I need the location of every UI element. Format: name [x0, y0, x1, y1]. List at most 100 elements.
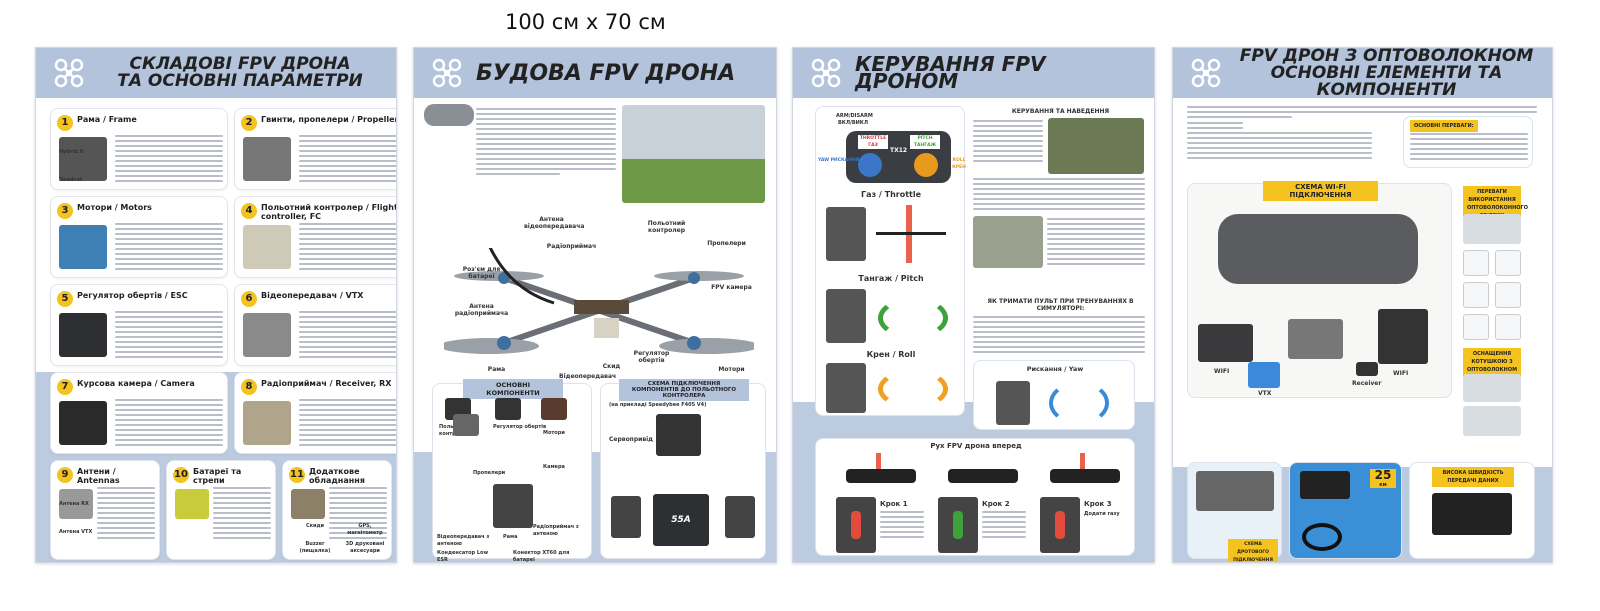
- pitch-arrows-icon: [878, 297, 948, 339]
- drop-munition-photo: [973, 216, 1043, 268]
- card-number-badge: 7: [57, 379, 73, 395]
- wifi-schema-title: СХЕМА WI-FI ПІДКЛЮЧЕННЯ: [1263, 181, 1378, 201]
- satellite-icon: [1463, 250, 1489, 276]
- step-description: Додати газу: [1084, 511, 1120, 517]
- up-arrow-icon: [876, 453, 881, 469]
- yaw-stick-label: YAW РИСКАННЯ: [818, 158, 860, 163]
- drone-side-icon: [876, 232, 946, 235]
- body-text: [97, 487, 155, 542]
- terrain-icon: [1495, 282, 1521, 308]
- wifi-left-label: WIFI: [1214, 368, 1230, 375]
- step-description: [982, 511, 1026, 541]
- component-image: [243, 137, 291, 181]
- component-image: [59, 225, 107, 269]
- body-text: [115, 311, 223, 361]
- wired-schema-badge: СХЕМА ДРОТОВОГО ПІДКЛЮЧЕННЯ: [1228, 539, 1278, 562]
- component-image: [291, 489, 325, 519]
- card-title: Регулятор обертів / ESC: [77, 291, 188, 300]
- diagram-label-vtx: Відеопередавач: [559, 373, 617, 380]
- advantages-list: [1410, 133, 1528, 163]
- servo-label: Сервопривід: [609, 436, 654, 443]
- flight-controller-image: [656, 414, 701, 456]
- data-speed-badge: ВИСОКА ШВИДКІСТЬ ПЕРЕДАЧІ ДАНИХ: [1432, 467, 1514, 487]
- fiber-base-station-image: [1288, 319, 1343, 359]
- roll-arrows-icon: [878, 369, 948, 409]
- diagram-label-camera: FPV камера: [711, 284, 752, 291]
- component-label: Конектор XT60 для батареї: [513, 550, 570, 563]
- diagram-label-rx-antenna: Антена радіоприймача: [454, 303, 509, 317]
- antenna-tower-icon: [1495, 314, 1521, 340]
- diagram-label-battery: Роз'єм для батареї: [462, 266, 501, 280]
- card-title: Відеопередавач / VTX: [261, 291, 364, 300]
- component-image: [243, 313, 291, 357]
- location-pin-icon: [1463, 282, 1489, 308]
- step-description: [880, 511, 924, 541]
- spool-badge: ОСНАЩЕННЯ КОТУШКОЮ З ОПТОВОЛОКНОМ: [1463, 348, 1521, 376]
- component-image: [243, 401, 291, 445]
- component-image: [453, 414, 479, 436]
- step-title: Крок 3: [1084, 500, 1112, 508]
- up-arrow-icon: [1080, 453, 1085, 469]
- diagram-label-receiver: Радіоприймач: [546, 243, 597, 250]
- controls-panel: ARM/DISARM ВКЛ/ВИКЛ THROTTLE ГАЗ TX12 PI…: [815, 106, 966, 416]
- fiber-converter-image: [1432, 493, 1512, 535]
- component-image: [59, 401, 107, 445]
- component-label: Рама: [503, 534, 518, 540]
- right-stick-icon: [914, 153, 938, 177]
- drone-logo-icon: [1191, 58, 1221, 88]
- main-components-title: ОСНОВНІ КОМПОНЕНТИ: [463, 379, 563, 399]
- wiring-schema-subtitle: (на прикладі Speedybee F405 V4): [609, 402, 707, 408]
- logo: [432, 58, 462, 88]
- fiber-cable-image: [1302, 523, 1342, 551]
- component-label: Hybrid X: [59, 149, 84, 155]
- spool-drone-thumb-2: [1463, 406, 1521, 436]
- component-image: [493, 484, 533, 528]
- step-title: Крок 2: [982, 500, 1010, 508]
- drone-side-icon: [948, 469, 1018, 483]
- drone-launch-photo: [622, 105, 765, 203]
- pitch-heading: Тангаж / Pitch: [858, 274, 924, 283]
- intro-paragraph-2: [1187, 122, 1372, 162]
- throttle-stick-label: THROTTLE ГАЗ: [858, 135, 888, 149]
- card-title: Батареї та стрепи: [193, 467, 242, 485]
- stick-direction-icon: [1055, 511, 1065, 539]
- card-number-badge: 10: [173, 467, 189, 483]
- wiring-schema-panel: СХЕМА ПІДКЛЮЧЕННЯ КОМПОНЕНТІВ ДО ПОЛЬОТН…: [600, 379, 766, 559]
- card-number-badge: 5: [57, 291, 73, 307]
- card-number-badge: 6: [241, 291, 257, 307]
- drone-logo-icon: [54, 58, 84, 88]
- body-text: [115, 135, 223, 185]
- spool-drone-thumb-1: [1463, 374, 1521, 402]
- drone-logo-icon: [432, 58, 462, 88]
- guidance-title: КЕРУВАННЯ ТА НАВЕДЕННЯ: [1011, 108, 1110, 115]
- component-card: 6 Відеопередавач / VTX: [234, 284, 396, 366]
- motors-right-image: [725, 496, 755, 538]
- diagram-label-fc: Польотний контролер: [647, 220, 686, 234]
- hold-remote-text: [973, 316, 1145, 356]
- drone-side-icon: [1050, 469, 1120, 483]
- data-speed-panel: ВИСОКА ШВИДКІСТЬ ПЕРЕДАЧІ ДАНИХ: [1409, 462, 1535, 559]
- card-title: Антени / Antennas: [77, 467, 120, 485]
- diagram-label-props: Пропелери: [707, 240, 746, 247]
- poster-header: БУДОВА FPV ДРОНА: [414, 48, 776, 98]
- vtx-module-image: [1248, 362, 1280, 388]
- component-label: Скиди: [305, 523, 325, 529]
- component-card: 7 Курсова камера / Camera: [50, 372, 228, 454]
- component-label: Антена RX: [59, 501, 89, 507]
- guidance-text-2: [973, 178, 1145, 213]
- component-image: [59, 489, 93, 519]
- card-title: Курсова камера / Camera: [77, 379, 195, 388]
- remote-model-label: TX12: [890, 147, 908, 154]
- poster-header: КЕРУВАННЯ FPV ДРОНОМ: [793, 48, 1154, 98]
